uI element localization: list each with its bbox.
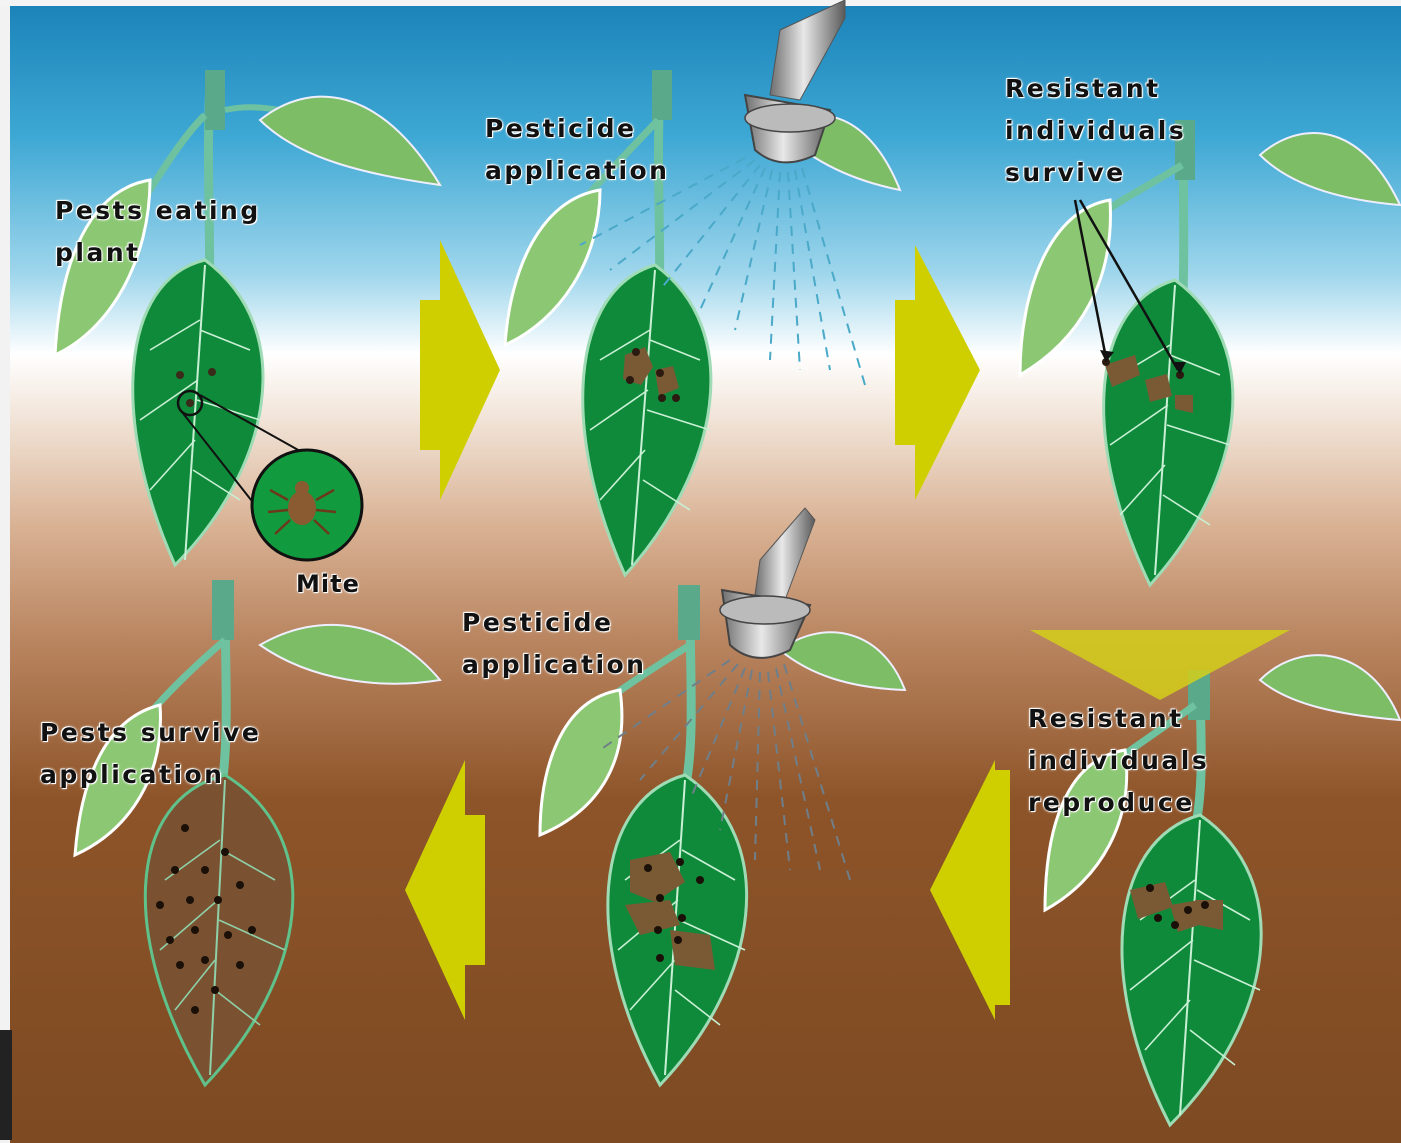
mite-magnifier — [252, 450, 362, 560]
label-line: Pesticide — [462, 602, 646, 644]
top-border — [0, 0, 1401, 6]
label-resistant-survive: Resistant individuals survive — [1005, 68, 1186, 194]
label-pests-survive-application: Pests survive application — [40, 712, 261, 796]
label-line: application — [40, 754, 261, 796]
label-line: plant — [55, 232, 261, 274]
left-border — [0, 0, 10, 1143]
label-pesticide-application-2: Pesticide application — [462, 602, 646, 686]
label-line: reproduce — [1028, 782, 1209, 824]
label-line: Pesticide — [485, 108, 669, 150]
label-pesticide-application-1: Pesticide application — [485, 108, 669, 192]
label-mite: Mite — [296, 563, 360, 605]
label-line: survive — [1005, 152, 1186, 194]
edge-artifact — [0, 1030, 12, 1140]
label-line: Resistant — [1028, 698, 1209, 740]
label-line: application — [462, 644, 646, 686]
label-line: Pests survive — [40, 712, 261, 754]
label-line: application — [485, 150, 669, 192]
label-line: Resistant — [1005, 68, 1186, 110]
label-line: individuals — [1028, 740, 1209, 782]
label-line: Mite — [296, 563, 360, 605]
label-line: individuals — [1005, 110, 1186, 152]
label-line: Pests eating — [55, 190, 261, 232]
label-resistant-reproduce: Resistant individuals reproduce — [1028, 698, 1209, 824]
label-pests-eating-plant: Pests eating plant — [55, 190, 261, 274]
